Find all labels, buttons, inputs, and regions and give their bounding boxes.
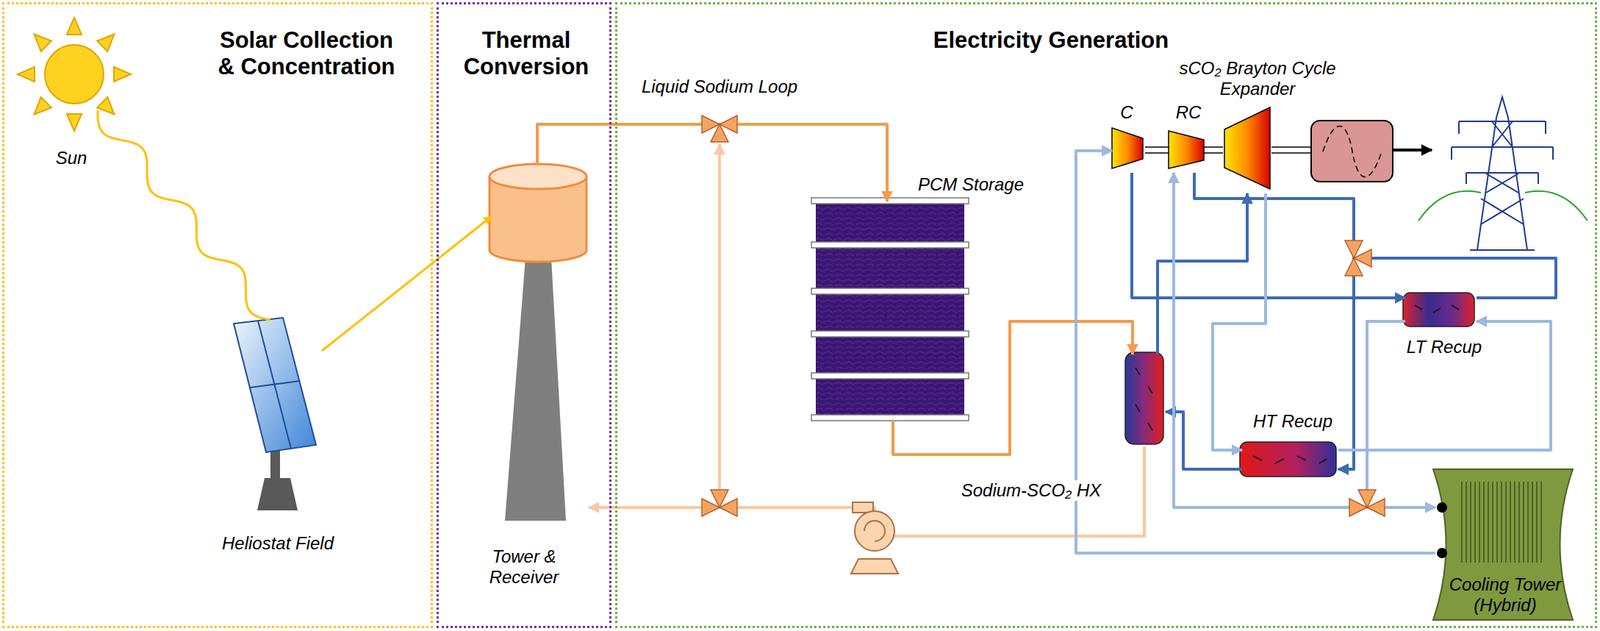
pcm-storage-symbol [811,197,969,421]
cooling-tower-node: Cooling Tower (Hybrid) [1435,471,1576,622]
flow-line [1173,172,1406,508]
component-label: sCO₂ Brayton Cycle Expander [1167,58,1348,100]
component-label: Tower & Receiver [472,546,576,588]
sunlight-wave [97,110,271,320]
region-heading: Thermal Conversion [449,27,604,80]
flow-line [1075,150,1436,553]
bypass-pipe [718,144,721,500]
component-label: PCM Storage [890,174,1052,195]
component-label: Sodium-SCO₂ HX [939,479,1124,501]
transmission-tower [1418,97,1588,250]
turbomachinery-symbol [1111,107,1432,189]
region-panel: Solar Collection & ConcentrationSunHelio… [2,2,433,628]
component-label: HT Recup [1233,410,1352,432]
cooling-tower-symbol [1433,468,1573,620]
region-heading: Solar Collection & Concentration [213,27,401,80]
heliostat-node: Heliostat Field [222,319,322,513]
component-label: RC [1167,102,1210,123]
component-label: Heliostat Field [196,532,359,554]
sun-node: Sun [42,42,111,111]
component-label: Sun [34,147,109,169]
pipe-label: Liquid Sodium Loop [623,76,816,98]
component-label: Cooling Tower (Hybrid) [1442,574,1568,616]
flow-line [1338,257,1556,469]
tower-node: Tower & Receiver [491,165,589,523]
region-panel: Thermal ConversionTower & Receiver [436,2,612,628]
flow-line [321,216,492,351]
heliostat-symbol [233,317,317,511]
storage-node: PCM Storage [818,201,967,421]
expander-node: sCO₂ Brayton Cycle Expander [1225,108,1274,194]
recuperator-node: LT Recup [1405,294,1477,329]
heat-exchanger-node: Sodium-SCO₂ HX [1127,354,1166,447]
flow-line [892,321,1133,455]
flow-line [1194,172,1354,469]
component-label: LT Recup [1389,336,1500,358]
sun-symbol [17,17,131,131]
pump-symbol [851,501,899,574]
compressor-node: RC [1168,131,1209,173]
flow-line [1157,193,1248,355]
component-label: C [1110,102,1143,123]
heat-exchanger-symbol [1125,352,1164,444]
flow-line [1338,321,1551,450]
three-way-valve [701,115,1385,516]
region-heading: Electricity Generation [859,27,1243,54]
flow-line [1165,411,1243,469]
recuperator-node: HT Recup [1242,443,1339,479]
flow-line [537,124,888,202]
tower-symbol [489,163,587,521]
compressor-node: C [1111,128,1148,173]
